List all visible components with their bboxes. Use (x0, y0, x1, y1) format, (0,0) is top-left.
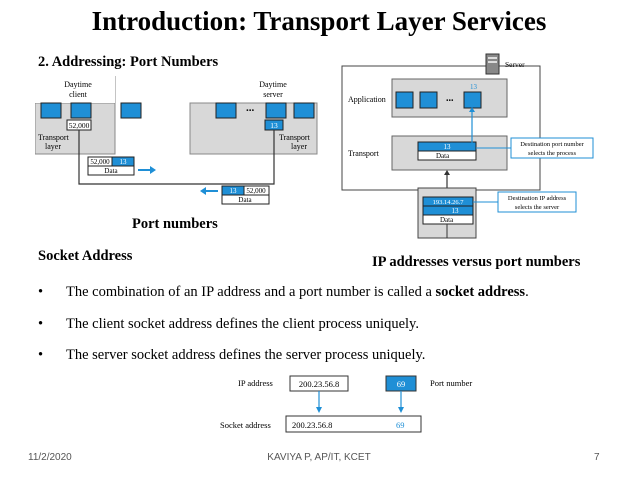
bullet-marker: • (38, 284, 44, 300)
callout-ip-1: Destination IP address (508, 195, 567, 202)
client-port-label: 52,000 (69, 121, 90, 130)
server-ellipsis: ... (246, 102, 255, 114)
section-subheading: 2. Addressing: Port Numbers (38, 54, 219, 70)
socket-ip-value: 200.23.56.8 (292, 420, 332, 430)
slide-title: Introduction: Transport Layer Services (91, 6, 547, 36)
ip-address-value: 200.23.56.8 (299, 379, 339, 389)
callout-port-1: Destination port number (520, 141, 584, 148)
packet1-src: 52,000 (90, 158, 110, 166)
packet2-data: Data (238, 196, 252, 204)
footer-author: KAVIYA P, AP/IT, KCET (267, 452, 371, 463)
transport-data: Data (436, 152, 450, 160)
caption-port-numbers: Port numbers (132, 216, 218, 232)
bullet-server-socket: • The server socket address defines the s… (38, 347, 425, 364)
packet2-dst: 52,000 (246, 187, 266, 195)
bullet-1-end: . (525, 284, 529, 300)
client-label-1: Daytime (64, 80, 92, 89)
server-label-1: Daytime (259, 80, 287, 89)
port-numbers-diagram: Daytime client Daytime server ... 52,000… (35, 76, 318, 205)
socket-port-value: 69 (396, 420, 405, 430)
server-label: Server (505, 60, 525, 69)
callout-port-2: selects the process (528, 150, 576, 157)
client-transport-1: Transport (38, 133, 70, 142)
port-number-label: Port number (430, 378, 472, 388)
ip-packet-port: 13 (452, 207, 460, 215)
ip-vs-port-diagram: Server Application ... 13 Transport 13 D… (341, 53, 594, 239)
application-label: Application (348, 95, 386, 104)
bullet-3-text: The server socket address defines the se… (66, 347, 426, 363)
packet1-dst: 13 (120, 158, 128, 166)
port-number-value: 69 (397, 379, 406, 389)
server-transport-1: Transport (279, 133, 311, 142)
bullet-client-socket: • The client socket address defines the c… (38, 316, 419, 333)
bullet-socket-definition: • The combination of an IP address and a … (38, 284, 529, 301)
bullet-marker: • (38, 347, 44, 363)
transport-port: 13 (444, 143, 452, 151)
footer-date: 11/2/2020 (28, 452, 72, 463)
server-port-label: 13 (270, 121, 278, 130)
server-monitors (215, 102, 315, 119)
footer-page-number: 7 (594, 452, 600, 463)
bullet-1-text: The combination of an IP address and a p… (66, 284, 436, 300)
transport-label: Transport (348, 149, 380, 158)
app-port-label: 13 (470, 83, 478, 91)
app-ellipsis: ... (446, 93, 454, 104)
server-transport-2: layer (291, 142, 307, 151)
socket-address-heading: Socket Address (38, 248, 133, 264)
packet1-arrow (138, 166, 156, 174)
ip-value: 193.14.26.7 (433, 199, 465, 206)
packet1-data: Data (104, 167, 118, 175)
packet2-arrow (200, 187, 218, 195)
client-transport-2: layer (45, 142, 61, 151)
socket-address-label: Socket address (220, 420, 271, 430)
client-label-2: client (69, 90, 88, 99)
bullet-2-text: The client socket address defines the cl… (66, 316, 419, 332)
ip-address-label: IP address (238, 378, 273, 388)
caption-ip-vs-port: IP addresses versus port numbers (372, 254, 581, 270)
socket-address-diagram: IP address 200.23.56.8 69 Port number So… (220, 375, 472, 433)
bullet-1-bold: socket address (435, 284, 526, 300)
packet2-src: 13 (230, 187, 238, 195)
ip-packet-data: Data (440, 216, 454, 224)
server-icon (485, 53, 500, 75)
callout-ip-2: selects the server (515, 204, 560, 211)
client-monitors (40, 102, 142, 119)
server-label-2: server (263, 90, 283, 99)
bullet-marker: • (38, 316, 44, 332)
